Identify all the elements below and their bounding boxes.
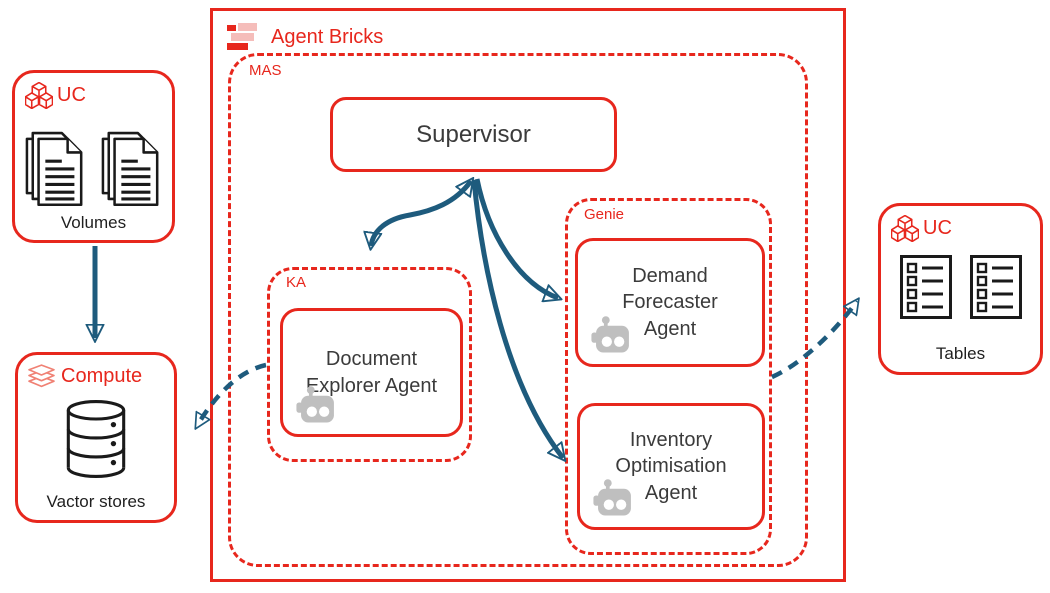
robot-icon: [590, 315, 636, 360]
uc-volumes-box: UC: [12, 70, 175, 243]
table-list-icon: [969, 255, 1022, 319]
uc-volumes-header: UC: [25, 82, 86, 109]
uc-volumes-title: UC: [57, 84, 86, 106]
compute-header: Compute: [28, 364, 142, 388]
inventory-optimisation-agent-box: Inventory Optimisation Agent: [577, 403, 765, 530]
agent-bricks-header: Agent Bricks: [227, 23, 383, 51]
demand-forecaster-agent-label: Demand Forecaster Agent: [622, 264, 718, 340]
documents-icon: [101, 131, 158, 207]
demand-forecaster-agent-box: Demand Forecaster Agent: [575, 238, 765, 367]
ka-zone: KA: [267, 267, 472, 462]
volumes-caption: Volumes: [60, 213, 127, 232]
database-icon: [66, 400, 126, 478]
uc-tables-title: UC: [923, 217, 952, 239]
robot-icon: [295, 385, 341, 430]
documents-icon: [25, 131, 82, 207]
document-explorer-agent-label: Document Explorer Agent: [305, 348, 438, 397]
bricks-icon: [227, 23, 259, 51]
compute-vector-stores-box: Compute Vactor stores: [15, 352, 177, 523]
genie-label: Genie: [584, 206, 625, 223]
inventory-optimisation-agent-label: Inventory Optimisation Agent: [615, 428, 727, 504]
document-explorer-agent-box: Document Explorer Agent: [280, 308, 463, 437]
volumes-icons: [15, 125, 172, 207]
genie-zone: Genie: [565, 198, 772, 555]
tables-caption: Tables: [935, 344, 986, 363]
compute-title: Compute: [61, 364, 143, 387]
uc-tables-box: UC: [878, 203, 1043, 375]
ka-label: KA: [286, 274, 307, 291]
table-list-icon: [899, 255, 952, 319]
supervisor-label: Supervisor: [416, 120, 531, 148]
supervisor-box: Supervisor: [330, 97, 617, 172]
vector-stores-caption: Vactor stores: [46, 492, 146, 511]
vector-store-icons: [18, 399, 174, 479]
compute-layers-icon: [28, 364, 55, 388]
agent-bricks-title: Agent Bricks: [271, 25, 384, 48]
uc-tables-header: UC: [891, 215, 952, 242]
tables-icons: [881, 254, 1040, 320]
unity-catalog-cubes-icon: [891, 215, 919, 242]
robot-icon: [592, 478, 638, 523]
mas-label: MAS: [249, 62, 282, 79]
unity-catalog-cubes-icon: [25, 82, 53, 109]
